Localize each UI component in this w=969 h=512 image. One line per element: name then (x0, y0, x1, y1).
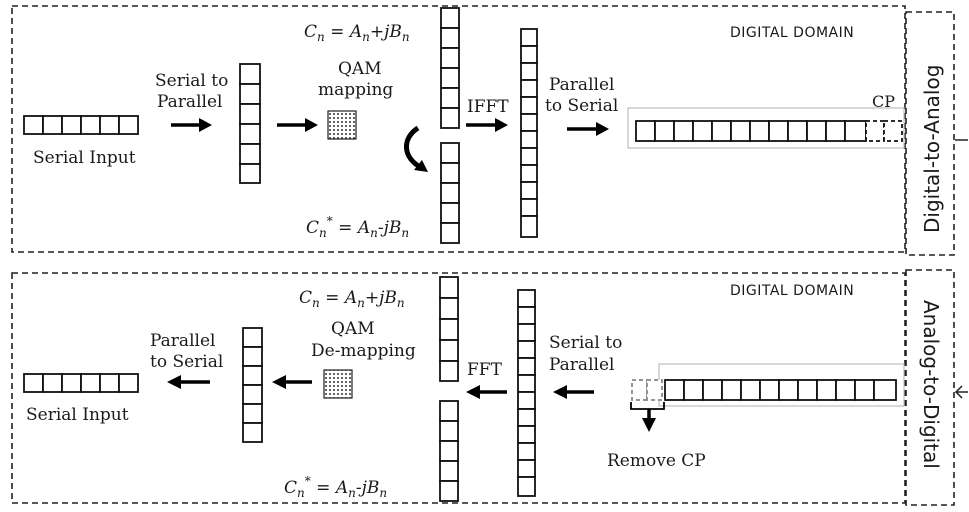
tx-arrow-ifft (466, 118, 508, 132)
tx-cn-column (440, 7, 460, 129)
tx-digital-domain-box (11, 5, 906, 253)
rx-p2s-label-line1: Parallel (150, 331, 215, 351)
rx-qam-label-line1: QAM (331, 319, 375, 339)
tx-p2s-label-line2: to Serial (545, 96, 618, 116)
tx-serial-input-label: Serial Input (33, 148, 136, 168)
tx-conjugate-flip-icon (404, 125, 428, 172)
rx-serial-output-row (23, 373, 139, 393)
tx-p2s-label-line1: Parallel (549, 75, 614, 95)
rx-qam-label-line2: De-mapping (311, 341, 416, 361)
rx-arrow-fft (466, 385, 507, 399)
rx-qam-constellation-icon (323, 369, 353, 399)
tx-parallel-column (239, 63, 261, 184)
tx-cp-cells (865, 120, 903, 142)
tx-cn-conj-label: Cn* = An-jBn (306, 214, 409, 240)
rx-serial-input-label: Serial Input (26, 405, 129, 425)
tx-domain-label: DIGITAL DOMAIN (730, 25, 854, 41)
tx-s2p-label-line1: Serial to (155, 71, 228, 91)
rx-arrow-s2p (553, 385, 594, 399)
tx-qam-label-line1: QAM (338, 59, 382, 79)
rx-parallel-column (242, 327, 263, 443)
rx-cn-conj-label: Cn* = An-jBn (284, 474, 387, 500)
rx-panel: DIGITAL DOMAIN Analog-to-Digital Serial … (11, 269, 968, 506)
rx-cn-column (439, 276, 459, 382)
rx-digital-domain-box (11, 272, 906, 504)
tx-arrow-2 (277, 118, 318, 132)
tx-cn-conj-column (440, 142, 460, 244)
rx-cn-label: Cn = An+jBn (299, 288, 405, 310)
tx-qam-constellation-icon (327, 110, 357, 140)
tx-serial-output-frame (627, 107, 905, 149)
tx-ifft-output-column (520, 28, 538, 238)
rx-side-box (905, 269, 955, 506)
rx-s2p-label-line1: Serial to (549, 333, 622, 353)
tx-serial-input-row (23, 115, 139, 135)
rx-arrow-demap (272, 375, 312, 389)
rx-serial-input-row (664, 379, 897, 401)
rx-fft-label: FFT (467, 360, 503, 380)
rx-remove-cp-bracket (630, 402, 665, 432)
tx-qam-label-line2: mapping (318, 80, 393, 100)
tx-cn-label: Cn = An+jBn (304, 22, 410, 44)
rx-domain-label: DIGITAL DOMAIN (730, 283, 854, 299)
tx-side-box (905, 11, 955, 256)
tx-side-label: Digital-to-Analog (920, 65, 944, 233)
rx-fft-input-column (517, 289, 536, 497)
tx-serial-output-row (635, 120, 867, 142)
tx-panel: DIGITAL DOMAIN Digital-to-Analog Serial … (11, 5, 968, 256)
rx-side-label: Analog-to-Digital (919, 300, 943, 469)
tx-s2p-label-line2: Parallel (157, 92, 222, 112)
rx-p2s-label-line2: to Serial (150, 352, 223, 372)
rx-arrow-p2s (167, 375, 210, 389)
rx-s2p-label-line2: Parallel (549, 355, 614, 375)
rx-cn-conj-column (439, 400, 459, 502)
rx-remove-cp-label: Remove CP (607, 451, 706, 471)
tx-arrow-p2s (567, 122, 609, 136)
tx-cp-label: CP (872, 92, 895, 111)
tx-ifft-label: IFFT (467, 97, 509, 117)
tx-arrow-1 (171, 118, 212, 132)
rx-cp-cells (631, 379, 663, 401)
rx-input-arrow-icon (954, 385, 968, 399)
